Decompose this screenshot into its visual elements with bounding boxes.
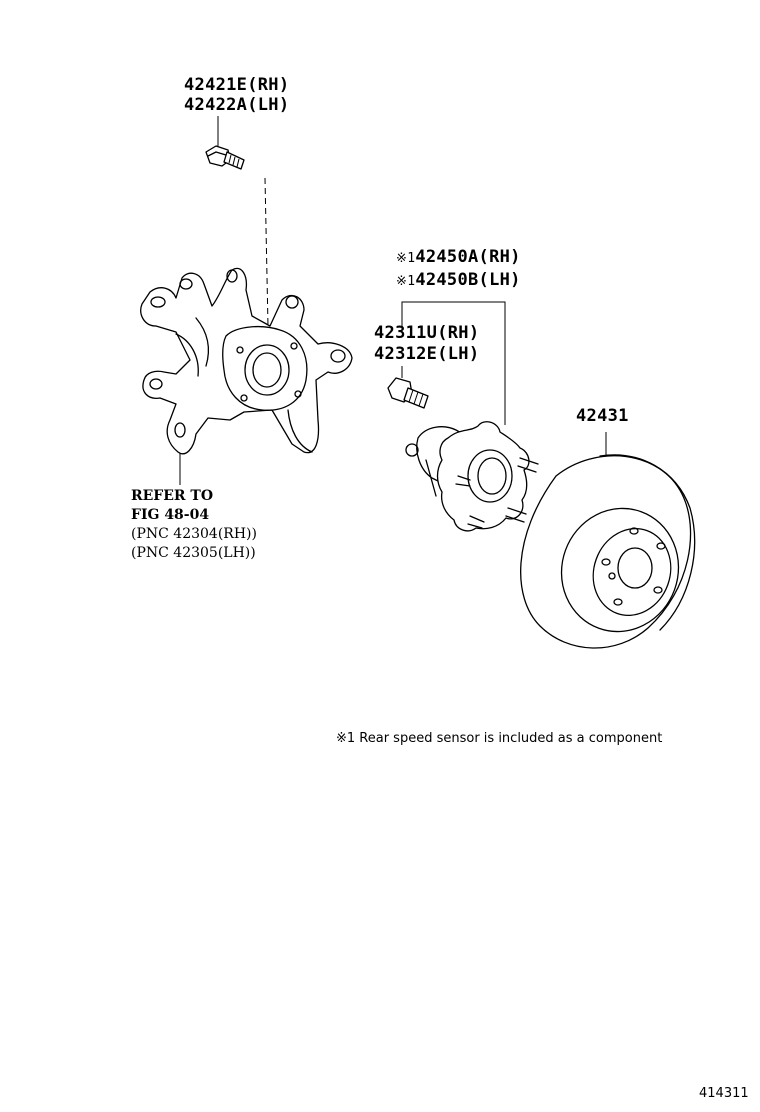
callout-hub-lh: ※142450B(LH)	[396, 270, 521, 292]
reference-line-2: FIG 48-04	[131, 507, 210, 523]
note-mark: ※1	[396, 274, 416, 289]
callout-stud-rh: 42311U(RH)	[374, 323, 480, 343]
axle-carrier	[140, 267, 353, 455]
callout-bolt-lh: 42422A(LH)	[184, 95, 290, 115]
hub-bolt	[387, 377, 429, 409]
footnote: ※1 Rear speed sensor is included as a co…	[336, 731, 663, 746]
reference-line-3: (PNC 42304(RH))	[131, 526, 257, 542]
figure-id: 414311	[699, 1086, 749, 1101]
callout-hub-rh: ※142450A(RH)	[396, 247, 521, 269]
flange-bolt	[205, 145, 245, 170]
reference-line-1: REFER TO	[131, 488, 214, 504]
brake-disc	[520, 454, 696, 649]
hub-lh-number: 42450B(LH)	[415, 270, 521, 290]
note-mark: ※1	[396, 251, 416, 266]
callout-disc: 42431	[576, 406, 629, 426]
hub-rh-number: 42450A(RH)	[415, 247, 521, 267]
hub-bearing-assembly	[405, 421, 539, 532]
leader-lines	[179, 116, 607, 485]
callout-bolt-rh: 42421E(RH)	[184, 75, 290, 95]
reference-line-4: (PNC 42305(LH))	[131, 545, 256, 561]
callout-stud-lh: 42312E(LH)	[374, 344, 480, 364]
